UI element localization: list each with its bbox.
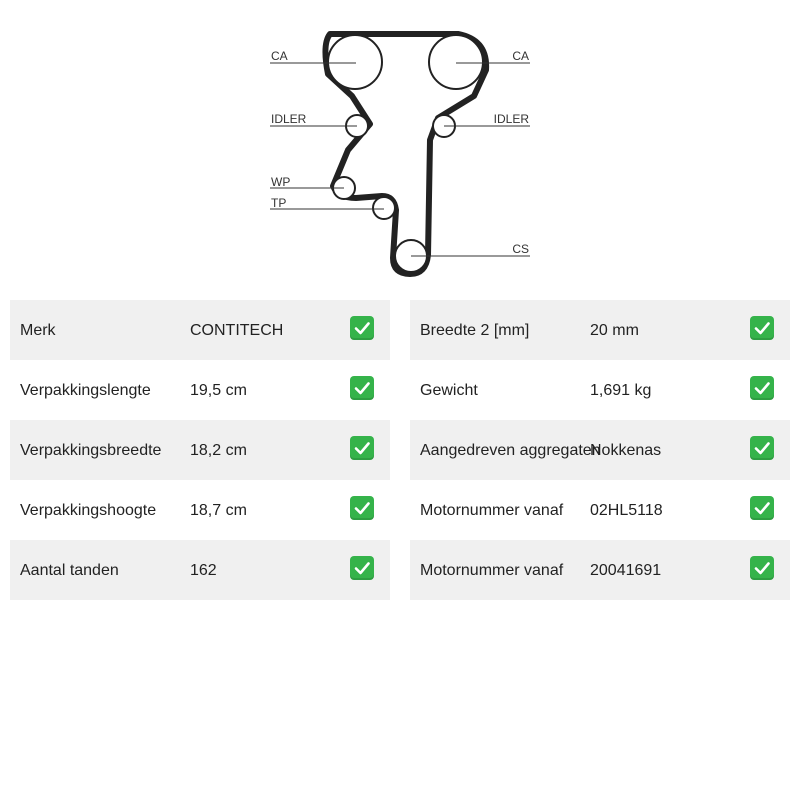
spec-value: 162 <box>190 562 217 579</box>
pulleys <box>327 34 484 273</box>
spec-row: Breedte 2 [mm] 20 mm <box>410 300 790 360</box>
belt-routing-diagram: CA CA IDLER IDLER WP TP CS <box>270 31 530 277</box>
label-cs: CS <box>512 242 529 256</box>
spec-value: CONTITECH <box>190 322 284 339</box>
spec-value: 1,691 kg <box>590 382 652 399</box>
spec-label: Gewicht <box>420 382 478 399</box>
tensioner-pulley <box>372 196 396 220</box>
spec-label: Aangedreven aggregaten <box>420 442 601 459</box>
spec-value: 19,5 cm <box>190 382 247 399</box>
spec-label: Motornummer vanaf <box>420 562 564 579</box>
spec-value: 18,2 cm <box>190 442 247 459</box>
timing-belt <box>322 31 490 277</box>
check-icon <box>350 496 374 520</box>
camshaft-pulley-left <box>327 34 383 90</box>
spec-row: Verpakkingsbreedte 18,2 cm <box>10 420 390 480</box>
spec-row: Aangedreven aggregaten Nokkenas <box>410 420 790 480</box>
spec-table-left: Merk CONTITECH Verpakkingslengte 19,5 cm… <box>10 300 390 600</box>
spec-row: Verpakkingshoogte 18,7 cm <box>10 480 390 540</box>
label-idler-right: IDLER <box>494 112 530 126</box>
label-idler-left: IDLER <box>271 112 307 126</box>
check-icon <box>750 436 774 460</box>
spec-value: Nokkenas <box>590 442 662 459</box>
spec-row: Motornummer vanaf 20041691 <box>410 540 790 600</box>
spec-table-right: Breedte 2 [mm] 20 mm Gewicht 1,691 kg Aa… <box>410 300 790 600</box>
spec-value: 20041691 <box>590 562 662 579</box>
spec-row: Gewicht 1,691 kg <box>410 360 790 420</box>
spec-row: Merk CONTITECH <box>10 300 390 360</box>
label-wp: WP <box>271 175 290 189</box>
check-icon <box>350 556 374 580</box>
spec-label: Verpakkingslengte <box>20 382 151 399</box>
spec-value: 20 mm <box>590 322 639 339</box>
spec-label: Merk <box>20 322 56 339</box>
check-icon <box>350 316 374 340</box>
check-icon <box>350 436 374 460</box>
spec-row: Motornummer vanaf 02HL5118 <box>410 480 790 540</box>
spec-label: Verpakkingshoogte <box>20 502 157 519</box>
label-ca-right: CA <box>512 49 529 63</box>
spec-value: 02HL5118 <box>590 502 663 519</box>
check-icon <box>350 376 374 400</box>
spec-label: Motornummer vanaf <box>420 502 564 519</box>
check-icon <box>750 316 774 340</box>
spec-label: Aantal tanden <box>20 562 119 579</box>
spec-label: Breedte 2 [mm] <box>420 322 530 339</box>
label-ca-left: CA <box>271 49 288 63</box>
leader-lines <box>270 62 530 257</box>
spec-label: Verpakkingsbreedte <box>20 442 162 459</box>
spec-value: 18,7 cm <box>190 502 247 519</box>
check-icon <box>750 496 774 520</box>
spec-row: Aantal tanden 162 <box>10 540 390 600</box>
label-tp: TP <box>271 196 286 210</box>
check-icon <box>750 376 774 400</box>
spec-row: Verpakkingslengte 19,5 cm <box>10 360 390 420</box>
camshaft-pulley-right <box>428 34 484 90</box>
check-icon <box>750 556 774 580</box>
